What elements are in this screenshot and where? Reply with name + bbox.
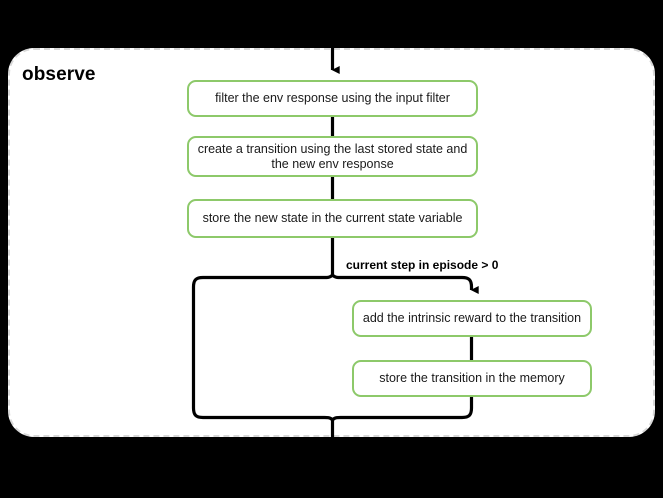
process-node-filter-env-response[interactable]: filter the env response using the input … xyxy=(187,80,478,117)
process-node-store-transition-memory[interactable]: store the transition in the memory xyxy=(352,360,592,397)
process-node-add-intrinsic-reward[interactable]: add the intrinsic reward to the transiti… xyxy=(352,300,592,337)
branch-condition-label: current step in episode > 0 xyxy=(346,258,499,272)
process-node-store-new-state[interactable]: store the new state in the current state… xyxy=(187,199,478,238)
scope-title: observe xyxy=(22,64,96,85)
process-node-create-transition[interactable]: create a transition using the last store… xyxy=(187,136,478,177)
